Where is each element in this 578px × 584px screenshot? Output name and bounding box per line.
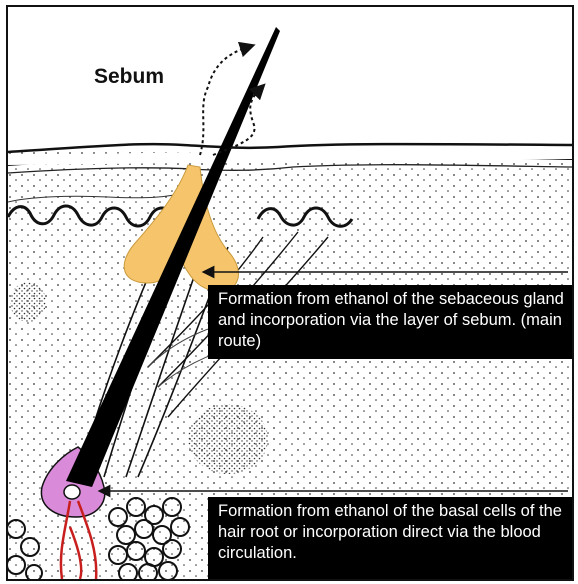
main-route-label: Formation from ethanol of the sebaceous … — [208, 285, 574, 359]
sebum-arrow-1 — [200, 47, 248, 155]
basal-route-label: Formation from ethanol of the basal cell… — [208, 497, 574, 581]
diagram-frame: Sebum Formation from ethanol of the seba… — [6, 5, 574, 581]
sebum-label: Sebum — [94, 65, 164, 89]
dense-tissue-1 — [188, 404, 268, 474]
